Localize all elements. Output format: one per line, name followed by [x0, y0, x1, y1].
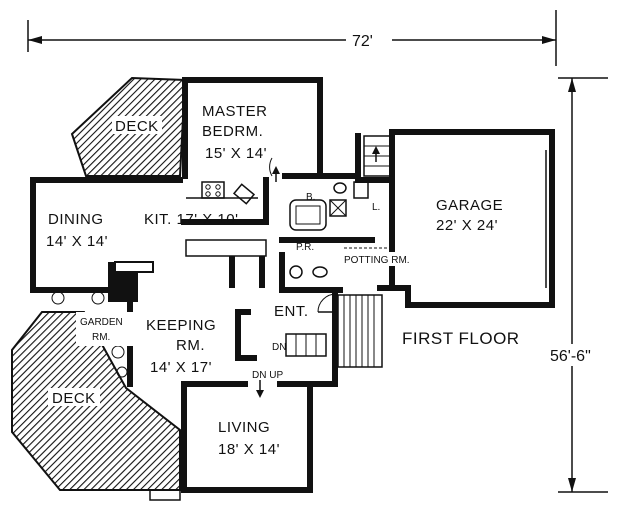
laundry-icon — [329, 181, 369, 217]
potting-label: POTTING RM. — [344, 255, 410, 266]
steps — [149, 135, 393, 501]
kitchen-label: KIT. 17' X 10' — [144, 211, 238, 228]
entry-label: ENT. — [274, 303, 309, 320]
height-label: 56'-6" — [550, 348, 591, 365]
deck-top-label: DECK — [115, 118, 159, 135]
keeping-size: 14' X 17' — [150, 359, 212, 376]
bath-label: B. — [306, 192, 315, 203]
door-swing — [269, 157, 273, 177]
laundry-label: L. — [372, 202, 380, 213]
entry-door-swing — [317, 293, 337, 313]
height-dimension: 56'-6" — [548, 77, 608, 493]
keeping-name-2: RM. — [176, 337, 205, 354]
deck-bottom-label: DECK — [52, 390, 96, 407]
width-dimension: 72' — [27, 10, 557, 66]
dining-size: 14' X 14' — [46, 233, 108, 250]
garden-name-2: RM. — [92, 332, 110, 343]
master-name-2: BEDRM. — [202, 123, 263, 140]
kitchen-island — [185, 239, 267, 257]
stair-dn-up-label: DN UP — [252, 370, 283, 381]
living-size: 18' X 14' — [218, 441, 280, 458]
master-size: 15' X 14' — [205, 145, 267, 162]
stair-arrow-icon — [256, 146, 380, 398]
garden-name-1: GARDEN — [80, 317, 123, 328]
range-icon — [201, 181, 225, 199]
interior-stair — [285, 333, 327, 357]
master-name-1: MASTER — [202, 103, 268, 120]
stair-dn-label: DN — [272, 342, 286, 353]
plants — [51, 291, 128, 378]
keeping-name-1: KEEPING — [146, 317, 216, 334]
powder-sink-icon — [289, 265, 303, 279]
living-name: LIVING — [218, 419, 270, 436]
sink-icon — [232, 183, 256, 205]
width-label: 72' — [352, 33, 373, 50]
toilet-icon — [312, 182, 347, 278]
garage-name: GARAGE — [436, 197, 503, 214]
garage-size: 22' X 24' — [436, 217, 498, 234]
floor-label: FIRST FLOOR — [402, 329, 520, 348]
powder-label: P.R. — [296, 242, 314, 253]
dining-name: DINING — [48, 211, 104, 228]
tub-icon — [289, 199, 327, 231]
